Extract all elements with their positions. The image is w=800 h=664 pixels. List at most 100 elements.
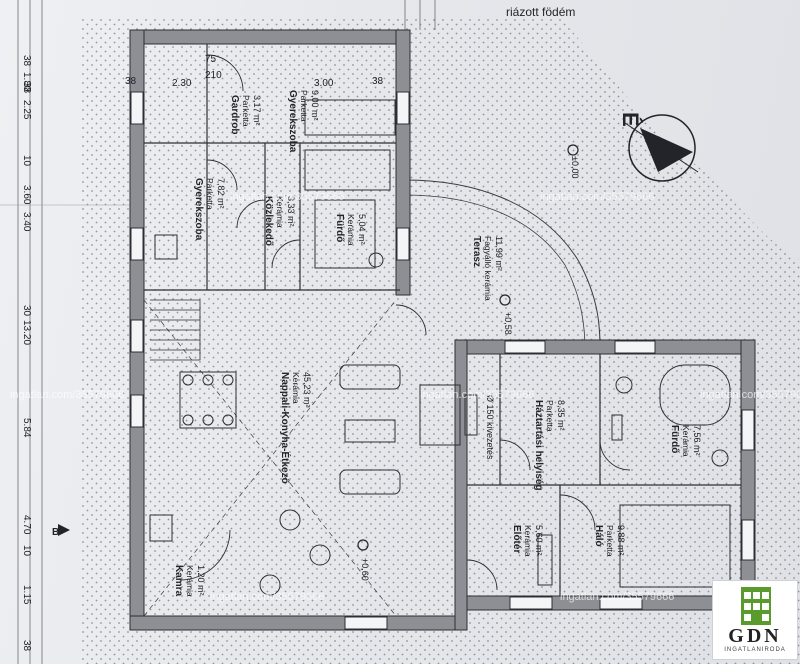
room-area: 9,00 m² xyxy=(310,90,320,121)
terrace-outline-inner xyxy=(404,194,586,351)
doors xyxy=(179,54,631,591)
dimension-chain-top: 75 210 38 2.30 3.00 38 xyxy=(125,54,384,89)
watermark-7: ingatlan.com/35579666 xyxy=(560,591,674,603)
dimension-label: 2.25 xyxy=(21,100,32,120)
room-area: 8,35 m² xyxy=(556,400,566,431)
room-floor: Kerámia xyxy=(681,425,691,457)
watermark-5: ingatlan.com/35579666 xyxy=(700,389,800,401)
section-mark: B xyxy=(52,527,59,538)
room-floor: Kerámia xyxy=(275,196,285,228)
dimension-label: 38 xyxy=(21,82,32,94)
room-name: Terasz xyxy=(471,236,482,267)
dimension-label: 10 xyxy=(21,155,32,167)
dimension-label: 75 xyxy=(205,54,217,65)
room-floor: Kerámia xyxy=(185,565,195,597)
dimension-label: 1.80 xyxy=(21,72,32,92)
watermark-1: ingatlan.com/35579666 xyxy=(230,191,344,203)
dimension-label: 3.60 xyxy=(21,185,32,205)
dimension-label: 38 xyxy=(372,76,384,87)
room-area: 3,33 m² xyxy=(286,196,296,227)
dimension-label: 210 xyxy=(205,70,222,81)
room-area: 45,23 m² xyxy=(302,372,312,408)
room-area: 11,99 m² xyxy=(494,236,504,271)
room-floor: Fagyálló kerámia xyxy=(483,236,493,301)
level-floor: +0,60 xyxy=(360,558,370,581)
room-area: 9,88 m² xyxy=(616,525,626,556)
room-name: Kamra xyxy=(173,565,184,597)
room-name: Nappali-Konyha-Étkező xyxy=(279,372,292,484)
interior-walls xyxy=(144,44,741,596)
room-area: 7,56 m² xyxy=(692,425,702,456)
room-floor: Parketta xyxy=(545,400,555,432)
room-floor: Parketta xyxy=(299,90,309,122)
room-area: 7,82 m² xyxy=(216,178,226,209)
room-name: Gyerekszoba xyxy=(193,178,204,241)
room-floor: Kerámia xyxy=(346,214,356,246)
logo-name: GDN xyxy=(728,625,782,647)
windows xyxy=(130,91,755,630)
logo-mark-icon xyxy=(741,587,771,625)
room-name: Gardrob xyxy=(229,95,240,134)
room-name: Közlekedő xyxy=(263,196,274,246)
header-note: riázott födém xyxy=(506,5,575,19)
logo-sub: INGATLANIRODA xyxy=(724,647,786,653)
dimension-label: 4.70 xyxy=(21,515,32,535)
dimension-label: 3.40 xyxy=(21,212,32,232)
dimension-label: 3.00 xyxy=(314,78,334,89)
agency-logo: GDN INGATLANIRODA xyxy=(712,580,798,660)
dimension-label: 5.84 xyxy=(21,418,32,438)
room-floor: Parketta xyxy=(605,525,615,557)
room-name: Fürdő xyxy=(334,214,345,242)
dimension-label: 38 xyxy=(21,55,32,67)
room-name: Előtér xyxy=(511,525,522,553)
room-area: 3,17 m² xyxy=(252,95,262,126)
room-area: 5,04 m² xyxy=(357,214,367,245)
room-name: Háztartási helyiség xyxy=(533,400,544,491)
watermark-3: ingatlan.com/35579666 xyxy=(10,389,124,401)
watermark-6: ingatlan.com/35579666 xyxy=(210,591,324,603)
room-floor: Parketta xyxy=(205,178,215,210)
dimension-label: 30 xyxy=(21,305,32,317)
room-floor: Kerámia xyxy=(291,372,301,404)
watermark-2: ingatlan.com/35579666 xyxy=(540,191,654,203)
dimension-label: 38 xyxy=(21,640,32,652)
dimension-label: 38 xyxy=(125,76,137,87)
room-area: 1,20 m² xyxy=(196,565,206,596)
dimension-label: 1.15 xyxy=(21,585,32,605)
furniture xyxy=(149,99,731,596)
room-floor: Kerámia xyxy=(523,525,533,557)
room-name: Gyerekszoba xyxy=(287,90,298,153)
flue-note: Ø 150 kivezetés xyxy=(485,395,495,460)
dimension-label: 13.20 xyxy=(21,320,32,345)
level-markers xyxy=(357,144,579,551)
dimension-label: 10 xyxy=(21,545,32,557)
staircase xyxy=(150,299,201,361)
level-step: +0,58 xyxy=(503,312,513,335)
room-name: Fürdő xyxy=(669,425,680,453)
north-arrow xyxy=(624,114,699,182)
dimension-label: 2.30 xyxy=(172,78,192,89)
level-terrace: ±0,00 xyxy=(570,156,580,178)
room-name: Háló xyxy=(593,525,604,547)
room-area: 5,60 m² xyxy=(534,525,544,556)
north-label: É xyxy=(618,112,643,127)
room-floor: Parketta xyxy=(241,95,251,127)
watermark-4: ingatlan.com/35579666 xyxy=(420,389,534,401)
landscape-hatch xyxy=(82,18,800,664)
dimension-chain-left: 381.80382.25103.603.403013.205.844.70101… xyxy=(21,55,32,652)
